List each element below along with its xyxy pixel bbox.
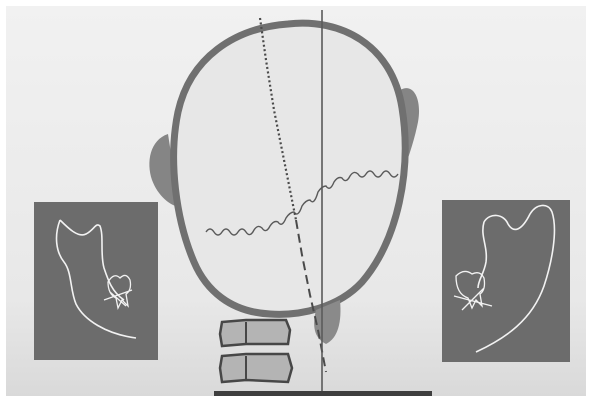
base-line	[214, 391, 432, 396]
left-mandible-panel	[34, 202, 158, 360]
right-mandible-panel	[442, 200, 570, 362]
head-outline	[174, 23, 405, 314]
